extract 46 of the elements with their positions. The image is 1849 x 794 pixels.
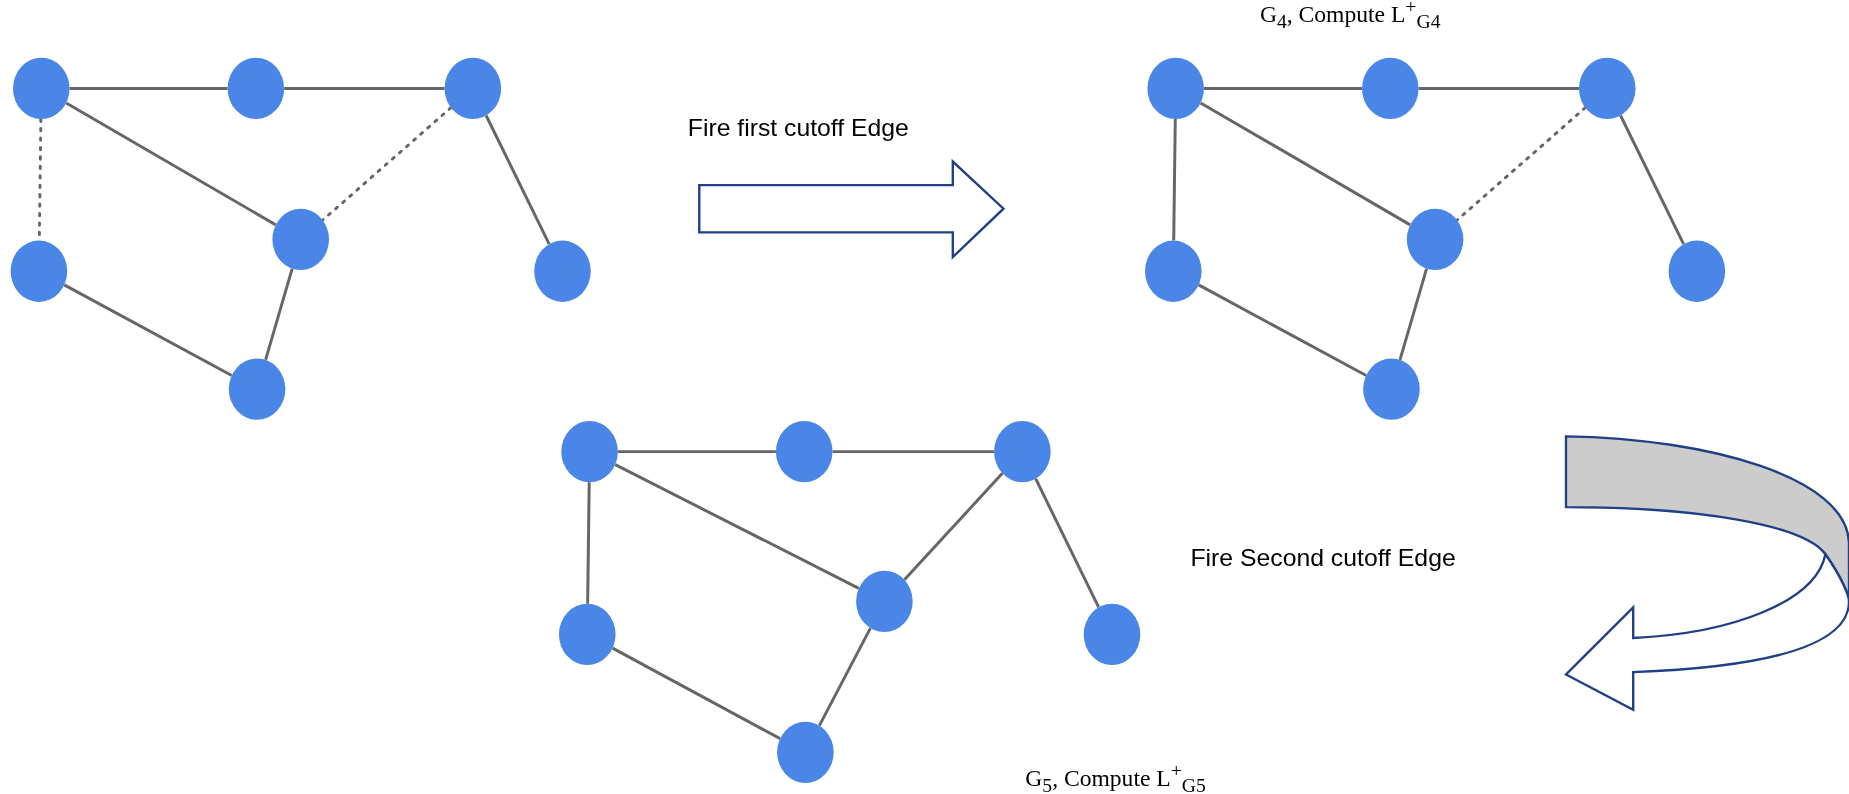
graph-vertex: [856, 570, 913, 633]
dotted-edge: [321, 106, 453, 222]
graph-vertex: [1147, 57, 1204, 120]
graph-edge: [832, 450, 995, 454]
graph-edge: [69, 86, 228, 90]
graph-vertex: [1668, 240, 1726, 302]
graph-edge: [63, 283, 233, 377]
graph-vertex: [775, 421, 833, 483]
graph-vertex: [1363, 358, 1420, 420]
dotted-edge: [1455, 106, 1587, 222]
graph-edge: [264, 268, 294, 361]
graph-vertex: [777, 721, 834, 783]
graph-vertex: [227, 57, 285, 120]
graph-edge: [617, 450, 776, 454]
graph-edge: [1197, 283, 1367, 377]
annotation-text: Fire first cutoff Edge: [687, 113, 909, 142]
graph-edge: [611, 646, 781, 740]
graph-edge: [1199, 101, 1411, 227]
graph-vertex: [558, 603, 616, 666]
graph-vertex: [272, 208, 329, 271]
graph-edge: [903, 472, 1004, 581]
graph-edge: [1418, 86, 1579, 90]
graph-vertex: [10, 240, 68, 302]
graph-vertex: [1578, 57, 1636, 120]
graph-edge: [1203, 86, 1362, 90]
graph-edge: [614, 463, 860, 590]
graph-vertex: [444, 57, 502, 120]
graph-edge: [586, 482, 591, 604]
graph-vertex: [1083, 603, 1141, 666]
graph-edge: [1619, 114, 1685, 245]
graph-edge: [284, 86, 445, 90]
graph-edge: [1398, 268, 1428, 361]
graph-vertex: [12, 57, 70, 120]
graph-edge: [65, 101, 277, 227]
graph-vertex: [1362, 57, 1419, 120]
graph-edge: [1172, 119, 1177, 241]
graph-vertex: [1145, 240, 1202, 302]
graph-vertex: [994, 421, 1051, 483]
graph-edge: [818, 627, 872, 727]
graph-vertex: [228, 358, 286, 420]
graph-vertex: [561, 421, 618, 483]
graph-edge: [484, 114, 551, 245]
graph-vertex: [534, 240, 591, 302]
graph-edge: [1034, 478, 1101, 608]
graph-vertex: [1406, 208, 1464, 271]
annotation-text: Fire Second cutoff Edge: [1190, 543, 1456, 572]
